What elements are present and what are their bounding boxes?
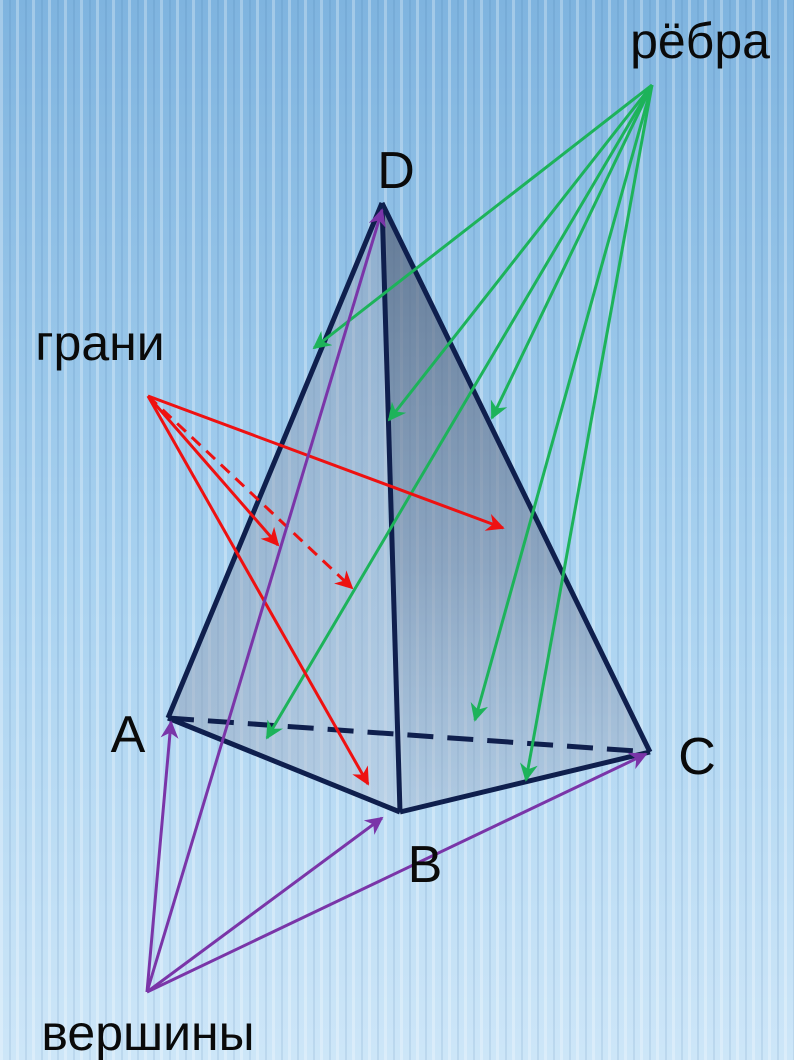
face-bcd (382, 203, 650, 812)
edge-arrow-cd (490, 84, 654, 420)
edge-cd (379, 201, 653, 754)
vertices-label: вершины (41, 1005, 254, 1060)
vertex-arrow-b (146, 816, 384, 994)
face-arrow-abc-hidden (146, 394, 354, 590)
face-arrows (146, 394, 505, 786)
edge-arrows (265, 83, 654, 782)
labels: рёбра грани вершины D A B C (35, 13, 770, 1060)
pyramid (165, 201, 653, 815)
edge-arrow-bc (520, 84, 654, 782)
edge-ad (165, 202, 385, 719)
edge-arrow-bd (387, 84, 654, 422)
face-arrow-abd (146, 395, 280, 547)
face-arrow-bcd (147, 394, 505, 531)
edge-bc (399, 749, 651, 815)
edge-arrow-ad (312, 83, 653, 350)
edge-arrow-ac-2 (470, 84, 654, 722)
edge-arrow-ac (265, 84, 654, 740)
edge-bd (379, 202, 403, 813)
vertex-a-label: A (111, 706, 146, 764)
edge-ab (167, 715, 401, 815)
vertex-arrow-d (145, 208, 386, 993)
face-arrow-abc (146, 395, 370, 786)
vertex-b-label: B (408, 836, 443, 894)
edge-ac-hidden (167, 715, 651, 755)
vertex-arrows (145, 208, 648, 994)
faces-label: грани (35, 315, 164, 371)
vertex-arrow-a (145, 720, 179, 993)
vertex-c-label: C (678, 728, 716, 786)
face-abd (168, 203, 400, 812)
edges-label: рёбра (630, 13, 770, 69)
vertex-arrow-c (146, 752, 648, 994)
vertex-d-label: D (377, 142, 415, 200)
